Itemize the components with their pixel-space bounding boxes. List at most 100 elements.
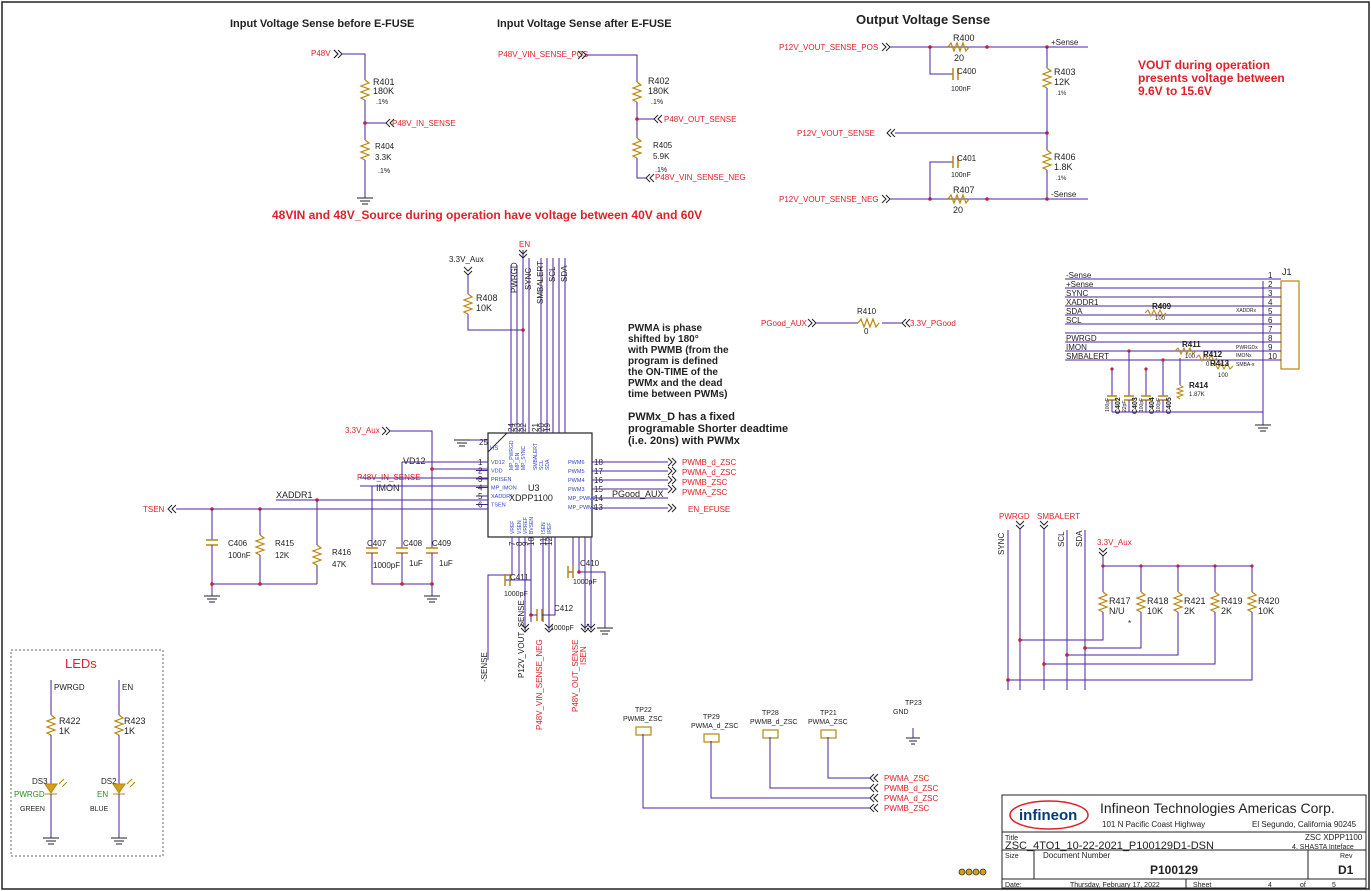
resistor-r422 [45,714,57,736]
net-label-pwmb-zsc: PWMB_ZSC [682,478,728,487]
j1-pin-net: SCL [1066,316,1082,325]
c409-ref: C409 [432,539,452,548]
ic-pin-name: SCL [539,460,545,470]
sheet-value: 4 [1268,882,1272,889]
testpoint-pad[interactable] [703,733,720,743]
port-arrow-icon [886,128,896,138]
tp-bus-1: PWMB_d_ZSC [884,784,938,793]
mounting-holes-icon [958,868,987,876]
docnum-value: P100129 [1150,863,1198,877]
capacitor-c407 [366,547,378,554]
leds-section: LEDs PWRGD EN R422 1K R423 1K DS3 PWRGD … [10,649,164,857]
led-icon [44,778,68,795]
ground-icon [111,837,127,845]
j1-ref: J1 [1282,267,1292,277]
testpoint-pad[interactable] [762,729,779,739]
ic-pin-num: 21 [531,423,540,432]
r420-value: 10K [1258,606,1274,616]
pwm-note-line1: PWMA is phase [628,323,703,334]
r402-ref: R402 [648,76,670,86]
r404-ref: R404 [375,142,395,151]
title-block-frame [1001,794,1367,889]
resistor-r400 [947,41,970,53]
c402-ref: C402 [1115,397,1122,414]
net-label-p12v-vout-sense: P12V_VOUT_SENSE [797,129,875,138]
net-label-pwrgd-top: PWRGD [510,262,519,293]
resistor-r415 [254,534,266,556]
ic-pin-name: SMBALERT [533,443,539,470]
ds3-color: GREEN [20,806,45,813]
port-arrow-icon [520,623,596,633]
ic-pin-name: VRREF [523,517,529,534]
resistor-r403 [1041,67,1053,89]
leds-box [10,649,164,857]
j1-pin-net: SMBALERT [1066,352,1109,361]
ic-pin-num: 4 [478,484,483,493]
net-label-pwma-zsc: PWMA_ZSC [682,488,728,497]
r406-tolerance: .1% [1056,176,1067,182]
r412-ref: R412 [1203,350,1223,359]
title-sub1: ZSC XDPP1100 [1305,833,1363,842]
ic-pin-num: 6 [478,501,483,510]
net-label-sense-neg: -SENSE [480,652,489,682]
net-label-p12v-vout-sense-pos: P12V_VOUT_SENSE_POS [779,43,878,52]
j1-pin-num: 8 [1268,334,1273,343]
port-arrow-icon [1015,520,1049,530]
c407-ref: C407 [367,539,387,548]
ic-pin-name: IREF [547,523,553,534]
net-label-pwma-d-zsc: PWMA_d_ZSC [682,468,736,477]
j1-pin-num: 10 [1268,352,1277,361]
company-city: El Segundo, California 90245 [1252,820,1357,829]
ground-icon [43,837,59,845]
port-arrow-icon [381,426,391,436]
capacitor-c401 [952,156,959,168]
r410-value: 0 [864,327,869,336]
ic-pin-name: PWM4 [568,478,585,484]
star-mark: * [1128,619,1131,628]
ic-u3-right-pins: 18PWM617PWM516PWM415PWM314MP_PWM213MP_PW… [568,458,603,512]
c407-value: 1000pF [373,561,400,570]
r405-tolerance: .1% [655,167,667,174]
net-label-sda-top: SDA [560,265,569,282]
net-label-scl-top: SCL [548,266,557,282]
capacitor-c406 [206,539,218,546]
port-arrow-icon [881,42,891,52]
ic-pin-num: 3 [478,475,483,484]
heading-input-after-efuse: Input Voltage Sense after E-FUSE [497,18,672,30]
net-label-imon: IMON [376,483,400,493]
port-arrow-icon [1098,547,1108,557]
c406-value: 100nF [228,551,251,560]
ic-u3-hs: HS [490,446,498,452]
ground-icon [204,595,220,603]
rev-label: Rev [1340,853,1353,860]
capacitor-c410 [567,566,574,578]
net-label-en: EN [519,240,530,249]
j1-pin-net: +Sense [1066,280,1094,289]
testpoint-pad[interactable] [635,726,652,736]
c411-value: 1000pF [504,591,528,598]
c404-ref: C404 [1149,397,1156,414]
capacitor-c408 [396,547,408,554]
testpoint-net: PWMB_ZSC [623,716,663,723]
ic-pin-name: MP_EN [515,452,521,470]
testpoint-net: PWMA_d_ZSC [691,723,738,730]
net-label-p48v: P48V [311,49,331,58]
net-label-pgood-aux-ic: PGood_AUX [612,489,664,499]
r411-ref: R411 [1182,340,1201,349]
net-label-minus-sense: -Sense [1051,190,1077,199]
r402-tolerance: .1% [651,99,663,106]
r422-ref: R422 [59,716,81,726]
title-value: ZSC_4TO1_10-22-2021_P100129D1-DSN [1005,840,1214,852]
ds3-net: PWRGD [14,790,45,799]
ground-icon [424,595,440,603]
r422-value: 1K [59,726,70,736]
testpoint-pad[interactable] [820,729,837,739]
j1-pin-num: 6 [1268,316,1273,325]
r414-value: 1.87K [1189,392,1205,398]
c409-value: 1uF [439,559,453,568]
port-arrow-icon [881,194,891,204]
